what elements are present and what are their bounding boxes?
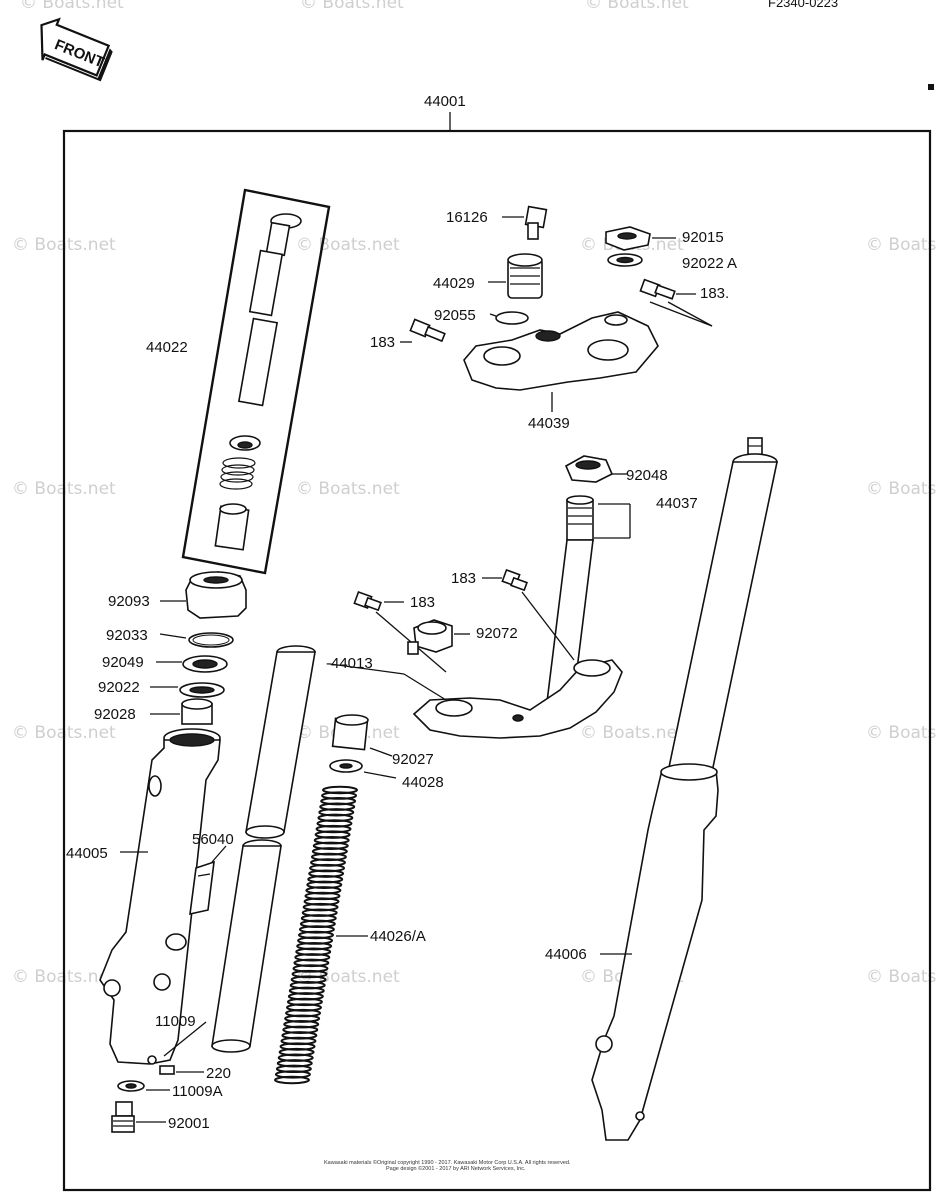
watermark: © Boats.net [866,235,938,255]
label-220: 220 [206,1065,231,1082]
watermark: © Boats.net [866,967,938,987]
label-44022: 44022 [146,339,188,356]
watermark: © Boats.net [296,235,400,255]
label-92072: 92072 [476,625,518,642]
copyright-line: Kawasaki materials ©Original copyright 1… [324,1159,571,1166]
spring-coil [274,1075,310,1085]
label-92022a-top: 92022 A [682,255,737,272]
seal-stack [150,571,247,725]
fork-spring [274,785,358,1085]
assembly-label: 44001 [424,93,466,110]
damper-rod-kit [181,188,331,575]
label-92093: 92093 [108,593,150,610]
label-183-right: 183. [700,285,729,302]
label-44037: 44037 [656,495,698,512]
label-44013: -44013 [326,655,373,672]
label-16126: 16126 [446,209,488,226]
label-44026a: 44026/A [370,928,426,945]
label-183-left-top: 183 [370,334,395,351]
collar-parts [329,714,397,779]
right-fork-assembly [591,437,778,1141]
label-92022: 92022 [98,679,140,696]
label-56040: 56040 [192,831,234,848]
watermark: © Boats.net [20,0,124,13]
label-92027: 92027 [392,751,434,768]
label-92055: 92055 [434,307,476,324]
label-44028: 44028 [402,774,444,791]
corner-mark [928,84,934,90]
watermark: © Boats.net [585,0,689,13]
label-44006: 44006 [545,946,587,963]
label-44029: 44029 [433,275,475,292]
label-44039: 44039 [528,415,570,432]
copyright-line: Page design ©2001 - 2017 by ARI Network … [386,1165,526,1172]
label-92028: 92028 [94,706,136,723]
label-92048: 92048 [626,467,668,484]
label-183-lower: 183 [410,594,435,611]
watermark: © Boats.net [866,723,938,743]
ref-code: F2340-0223 [768,0,838,10]
assembly-frame [62,129,932,1192]
steering-stem-parts [329,455,631,739]
watermark: © Boats.net [580,723,684,743]
top-bracket-parts [400,205,713,412]
label-44005: 44005 [66,845,108,862]
label-11009: 11009 [155,1013,196,1030]
left-outer-tube [99,728,227,1133]
label-183-mid: 183 [451,570,476,587]
watermark: © Boats.net [866,479,938,499]
watermark: © Boats.net [296,479,400,499]
front-arrow-icon: FRONT [40,17,113,82]
label-92001: 92001 [168,1115,210,1132]
label-92033: 92033 [106,627,148,644]
watermark: © Boats.net [300,0,404,13]
inner-tube [211,645,316,1053]
label-92015: 92015 [682,229,724,246]
label-92049: 92049 [102,654,144,671]
label-11009a: 11009A [172,1083,223,1100]
